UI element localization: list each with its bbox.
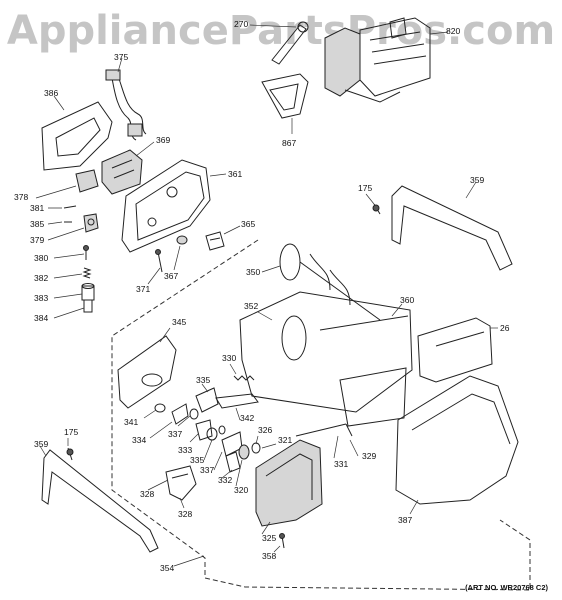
part-382-spring [53, 267, 92, 279]
part-367-bushing [173, 235, 188, 271]
part-381-385-hardware [47, 205, 99, 241]
callout-369: 369 [156, 135, 171, 145]
part-387-front-cover [395, 375, 519, 515]
callout-365: 365 [241, 219, 256, 229]
part-175-screw-upper [365, 193, 381, 215]
part-26-door [417, 317, 498, 383]
part-352-bucket [239, 291, 413, 427]
callout-371: 371 [136, 284, 151, 294]
part-369-motor [101, 141, 155, 195]
callout-342: 342 [240, 413, 255, 423]
callout-320: 320 [234, 485, 249, 495]
part-335-337-333-cluster [177, 383, 243, 471]
callout-359-upper: 359 [470, 175, 485, 185]
callout-270: 270 [234, 19, 249, 29]
callout-867: 867 [282, 138, 297, 148]
callout-330: 330 [222, 353, 237, 363]
callout-332: 332 [218, 475, 233, 485]
part-350-auger [261, 243, 381, 321]
part-330-spring [229, 363, 255, 381]
callout-26: 26 [500, 323, 510, 333]
part-325-housing [255, 439, 323, 535]
part-820-icemaker [324, 17, 449, 103]
callout-341: 341 [124, 417, 139, 427]
part-378-solenoid [35, 169, 99, 199]
part-328-blades [147, 465, 197, 509]
callout-326: 326 [258, 425, 273, 435]
callout-375: 375 [114, 52, 129, 62]
callout-386: 386 [44, 88, 59, 98]
callout-359-lower: 359 [34, 439, 49, 449]
part-354-leader [173, 555, 205, 567]
callout-381: 381 [30, 203, 45, 213]
part-361-housing [121, 159, 227, 253]
callout-335-lower: 335 [190, 455, 205, 465]
part-270-tube [249, 21, 309, 65]
callout-328-right: 328 [178, 509, 193, 519]
part-358-screw [273, 533, 285, 553]
callout-367: 367 [164, 271, 179, 281]
part-380-screw [53, 245, 89, 260]
callout-382: 382 [34, 273, 49, 283]
part-360-cover [391, 303, 403, 317]
art-number: (ART NO. WR20768 C2) [465, 583, 548, 592]
callout-350: 350 [246, 267, 261, 277]
part-359-rail-lower [39, 445, 159, 553]
callout-334: 334 [132, 435, 147, 445]
callout-335-upper: 335 [196, 375, 211, 385]
callout-384: 384 [34, 313, 49, 323]
part-175-screw-lower [66, 438, 74, 461]
callout-387: 387 [398, 515, 413, 525]
callout-328-left: 328 [140, 489, 155, 499]
callout-385: 385 [30, 219, 45, 229]
part-383-384-plunger [53, 283, 95, 319]
callout-325: 325 [262, 533, 277, 543]
part-386-cover [41, 95, 113, 171]
callout-379: 379 [30, 235, 45, 245]
part-365-clip [205, 225, 241, 251]
part-371-screw [147, 249, 163, 285]
part-345-plate [117, 327, 177, 409]
callout-360: 360 [400, 295, 415, 305]
callout-383: 383 [34, 293, 49, 303]
part-359-rail-upper [391, 181, 513, 271]
callout-361: 361 [228, 169, 243, 179]
part-341-washer [143, 403, 166, 419]
callout-345: 345 [172, 317, 187, 327]
part-342-arm [215, 393, 259, 421]
callout-321: 321 [278, 435, 293, 445]
callout-820: 820 [446, 26, 461, 36]
callout-333: 333 [178, 445, 193, 455]
callout-337-upper: 337 [168, 429, 183, 439]
callout-331: 331 [334, 459, 349, 469]
part-867-bracket [261, 73, 309, 134]
callout-378: 378 [14, 192, 29, 202]
callout-329: 329 [362, 451, 377, 461]
callout-358: 358 [262, 551, 277, 561]
callout-354: 354 [160, 563, 175, 573]
callout-352: 352 [244, 301, 259, 311]
callout-175-upper: 175 [358, 183, 373, 193]
part-375-harness [105, 57, 147, 141]
part-334-gear [149, 403, 189, 439]
callout-337-lower: 337 [200, 465, 215, 475]
callout-175-lower: 175 [64, 427, 79, 437]
assembly-boundary [111, 239, 531, 591]
part-332-320-326-321 [221, 435, 277, 487]
callout-380: 380 [34, 253, 49, 263]
part-331-329-rod [295, 423, 359, 459]
